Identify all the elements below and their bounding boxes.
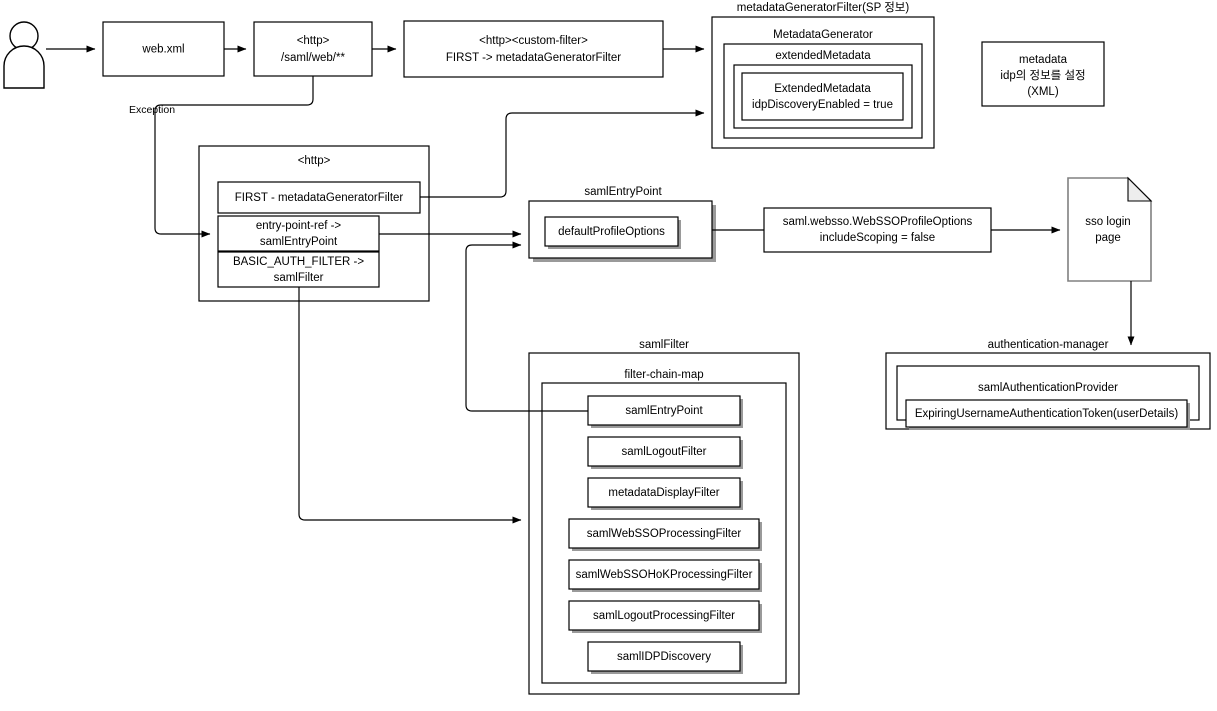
node-web-xml[interactable]: web.xml: [102, 21, 225, 77]
node-http-custom-filter[interactable]: <http><custom-filter> FIRST -> metadataG…: [403, 20, 664, 78]
chain-item-saml-logout-processing-filter[interactable]: samlLogoutProcessingFilter: [568, 600, 762, 633]
chain-item-1-label: samlLogoutFilter: [621, 446, 706, 458]
node-metadata-generator-filter[interactable]: metadataGeneratorFilter(SP 정보) MetadataG…: [711, 1, 935, 149]
default-profile-options-label: defaultProfileOptions: [558, 226, 665, 238]
edges-layer: Exception: [46, 45, 1135, 524]
chain-item-3-label: samlWebSSOProcessingFilter: [587, 528, 742, 540]
metadata-xml-line2: idp의 정보를 설정: [1000, 69, 1085, 82]
chain-item-saml-entry-point[interactable]: samlEntryPoint: [587, 395, 743, 428]
sso-login-page-line2: page: [1095, 232, 1121, 244]
node-websso-profile-options[interactable]: saml.websso.WebSSOProfileOptions include…: [763, 207, 992, 253]
chain-item-0-label: samlEntryPoint: [625, 405, 703, 417]
exception-edge-label: Exception: [129, 104, 175, 116]
node-metadata-xml[interactable]: metadata idp의 정보를 설정 (XML): [981, 41, 1105, 107]
node-saml-entry-point[interactable]: samlEntryPoint defaultProfileOptions: [528, 186, 716, 262]
http-block-item-0-label: FIRST - metadataGeneratorFilter: [235, 192, 404, 204]
saml-authentication-provider-title: samlAuthenticationProvider: [978, 382, 1118, 394]
chain-item-saml-websso-hok-processing-filter[interactable]: samlWebSSOHoKProcessingFilter: [568, 559, 762, 592]
node-http-block[interactable]: <http> FIRST - metadataGeneratorFilter e…: [198, 145, 430, 302]
metadata-generator-title: MetadataGenerator: [773, 29, 873, 41]
sso-login-page-line1: sso login: [1085, 216, 1130, 228]
http-custom-filter-line1: <http><custom-filter>: [479, 35, 588, 47]
http-block-item-1-line2: samlEntryPoint: [260, 236, 338, 248]
http-block-item-2-line1: BASIC_AUTH_FILTER ->: [233, 256, 364, 268]
metadata-xml-line1: metadata: [1019, 54, 1068, 66]
http-saml-web-line1: <http>: [297, 35, 330, 47]
extended-metadata-line1: ExtendedMetadata: [774, 83, 871, 95]
extended-metadata-title: extendedMetadata: [775, 50, 871, 62]
edge-basic-auth-filter-to-saml-filter: [298, 287, 522, 524]
node-http-saml-web[interactable]: <http> /saml/web/**: [253, 21, 373, 77]
metadata-generator-filter-caption: metadataGeneratorFilter(SP 정보): [737, 1, 910, 14]
extended-metadata-line2: idpDiscoveryEnabled = true: [752, 99, 893, 111]
actor-user-icon: [3, 21, 45, 89]
websso-profile-options-line2: includeScoping = false: [820, 232, 935, 244]
edge-chain-entry-point-to-saml-entry-point: [465, 241, 588, 412]
metadata-xml-line3: (XML): [1027, 86, 1058, 98]
http-block-item-2-line2: samlFilter: [274, 272, 324, 284]
edge-exception-to-entry-point-ref: [154, 76, 314, 238]
http-custom-filter-line2: FIRST -> metadataGeneratorFilter: [446, 52, 621, 64]
chain-item-saml-websso-processing-filter[interactable]: samlWebSSOProcessingFilter: [568, 518, 762, 551]
chain-item-4-label: samlWebSSOHoKProcessingFilter: [576, 569, 753, 581]
node-sso-login-page[interactable]: sso login page: [1067, 176, 1153, 282]
authentication-manager-caption: authentication-manager: [988, 339, 1109, 351]
chain-item-saml-idp-discovery[interactable]: samlIDPDiscovery: [587, 641, 743, 674]
http-block-item-basic-auth-filter[interactable]: BASIC_AUTH_FILTER -> samlFilter: [217, 251, 380, 288]
expiring-username-token-label: ExpiringUsernameAuthenticationToken(user…: [915, 408, 1179, 420]
http-block-caption: <http>: [298, 155, 331, 167]
edge-first-metadata-filter-to-generator: [420, 109, 705, 198]
chain-item-metadata-display-filter[interactable]: metadataDisplayFilter: [587, 477, 743, 510]
http-block-item-entry-point-ref[interactable]: entry-point-ref -> samlEntryPoint: [217, 215, 380, 252]
http-block-item-1-line1: entry-point-ref ->: [256, 220, 342, 232]
chain-item-2-label: metadataDisplayFilter: [608, 487, 719, 499]
node-authentication-manager[interactable]: authentication-manager samlAuthenticatio…: [885, 339, 1211, 430]
saml-filter-caption: samlFilter: [639, 339, 689, 351]
saml-entry-point-caption: samlEntryPoint: [584, 186, 662, 198]
http-saml-web-line2: /saml/web/**: [281, 52, 345, 64]
chain-item-5-label: samlLogoutProcessingFilter: [593, 610, 735, 622]
filter-chain-map-caption: filter-chain-map: [624, 369, 703, 381]
node-saml-filter[interactable]: samlFilter filter-chain-map samlEntryPoi…: [528, 339, 800, 695]
chain-item-6-label: samlIDPDiscovery: [617, 651, 711, 663]
websso-profile-options-line1: saml.websso.WebSSOProfileOptions: [783, 216, 973, 228]
web-xml-label: web.xml: [141, 44, 184, 56]
http-block-item-first-metadata-generator-filter[interactable]: FIRST - metadataGeneratorFilter: [217, 181, 421, 214]
chain-item-saml-logout-filter[interactable]: samlLogoutFilter: [587, 436, 743, 469]
